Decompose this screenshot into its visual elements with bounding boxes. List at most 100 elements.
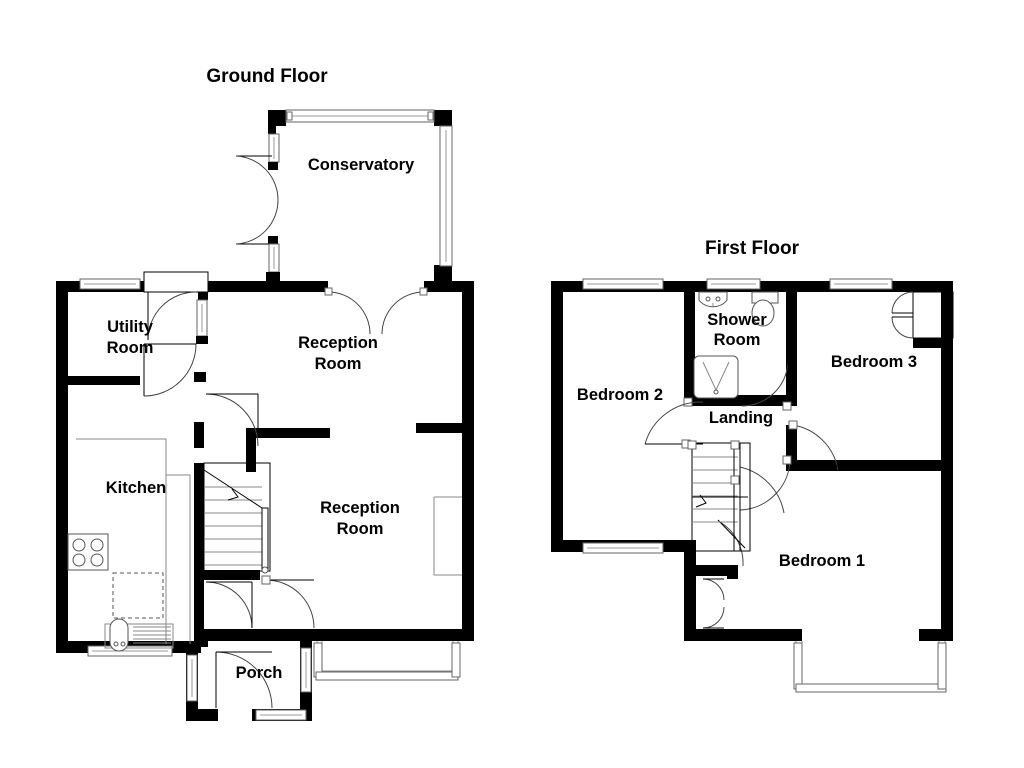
ground-floor-group	[56, 109, 474, 721]
gf-wall-bottom-right	[310, 629, 474, 641]
reception-door-jamb-right	[419, 287, 428, 296]
bedroom3-door-jamb	[788, 420, 798, 430]
wardrobe-outline	[912, 291, 954, 339]
hall-reception-wall-v	[246, 438, 256, 472]
ff-bedroom3-divider-h	[786, 460, 953, 471]
ff-wall-bottom-right	[919, 629, 953, 641]
bay-first-pane-front	[795, 683, 947, 693]
kitchen-worktop-outline	[76, 438, 167, 644]
porch-front-door-swing	[215, 651, 273, 709]
room-label-utility-line1: Utility	[107, 318, 154, 336]
room-label-reception1-line2: Room	[315, 355, 362, 373]
first-floor-group	[551, 278, 954, 693]
shower-room-door-jamb	[782, 401, 792, 411]
first-floor-title: First Floor	[705, 238, 800, 259]
gf-wall-top-mid	[208, 281, 328, 292]
conservatory-door-swing-lower	[235, 199, 279, 245]
room-label-reception1-line1: Reception	[298, 334, 378, 352]
reception2-door-swing	[205, 581, 253, 629]
room-label-utility-line2: Room	[107, 339, 154, 357]
first-floor-doors	[644, 359, 839, 629]
kitchen-island-outline	[166, 474, 191, 644]
ff-shower-bedroom3-wall	[786, 292, 797, 406]
utility-door-swing	[147, 291, 197, 341]
bay-first-pane-left	[793, 642, 803, 690]
ff-shower-room-bottom-wall	[684, 395, 797, 406]
ff-cupboard-wall-v	[727, 565, 738, 579]
shower-room-wall-end	[683, 397, 693, 407]
bedroom3-door-swing	[792, 424, 839, 471]
utility-kitchen-wall	[68, 376, 140, 385]
utility-jamb-bottom	[194, 372, 206, 382]
ff-wardrobe-notch-top	[913, 281, 953, 292]
ff-wardrobe-notch-bottom	[913, 338, 953, 348]
kitchen-hob	[67, 533, 109, 571]
stair-outline	[203, 462, 271, 572]
sink-tap-2	[120, 641, 126, 647]
first-floor-internal-walls	[684, 292, 953, 641]
chimney-recess-outline	[433, 497, 462, 576]
room-label-reception2-line2: Room	[337, 520, 384, 538]
utility-kitchen-door-swing	[143, 343, 197, 397]
ff-cupboard-wall-top	[696, 565, 738, 576]
ground-floor-staircase	[203, 462, 271, 574]
ff-bedroom2-divider	[684, 292, 695, 395]
conservatory-corner-ne	[434, 110, 452, 126]
room-label-reception2-line1: Reception	[320, 499, 400, 517]
shower-room-door-swing	[741, 359, 789, 407]
bay-ground-pane-front	[315, 671, 459, 681]
built-in-wardrobe	[891, 291, 954, 339]
ff-bedroom3-divider-v	[786, 425, 797, 468]
wash-basin	[698, 291, 728, 308]
room-label-bedroom1: Bedroom 1	[779, 552, 865, 570]
ff-stair-direction-arrow	[695, 494, 707, 508]
utility-jamb-mid	[196, 336, 208, 344]
first-floor-staircase	[687, 440, 751, 552]
conservatory-wall-left-base	[266, 272, 280, 282]
reception-door-jamb-left	[324, 287, 333, 296]
hob-burner-1	[72, 538, 86, 552]
conservatory-door-swing-upper	[235, 155, 279, 201]
ground-floor-internal-walls	[68, 292, 462, 721]
hall-reception2-jamb	[261, 575, 271, 585]
conservatory-wall-left-lower	[268, 162, 278, 170]
bay-window-ground	[313, 641, 461, 681]
kitchen-sink-unit	[104, 623, 174, 649]
gf-wall-right	[462, 281, 474, 641]
bay-ground-pane-right	[451, 642, 461, 678]
conservatory-top-mullion-l	[286, 111, 293, 121]
bay-first-pane-right	[937, 642, 947, 690]
sink-tap-1	[113, 641, 119, 647]
reception-double-door-swing-right	[381, 291, 425, 335]
hall-reception2-door-swing	[265, 579, 315, 629]
utility-door-opening	[143, 271, 209, 293]
room-label-landing: Landing	[709, 409, 773, 427]
reception-room-2-chimney	[433, 496, 462, 576]
reception-chimney-stub-right	[416, 423, 462, 433]
room-label-porch: Porch	[236, 664, 283, 682]
stair-direction-line	[203, 469, 263, 509]
conservatory-wall-left-lower2	[268, 236, 278, 244]
wardrobe-door-swing-bottom	[891, 316, 914, 339]
ff-wall-left	[551, 281, 563, 552]
bedroom1-door-jamb	[782, 455, 792, 465]
toilet-pan	[751, 299, 775, 327]
porch-wall-bottom-left	[186, 709, 218, 721]
kitchen-sink-bowl	[109, 618, 129, 652]
hall-wall-seg-a	[194, 438, 204, 448]
utility-jamb-top	[198, 292, 208, 300]
stair-bottom-wall	[204, 570, 260, 580]
hall-door-swing	[205, 393, 259, 447]
basin-tap-right	[715, 296, 721, 302]
bay-window-first	[793, 641, 947, 693]
hob-burner-4	[90, 553, 104, 567]
stair-newel-post	[261, 566, 269, 574]
ff-cupboard-wall-bottom	[696, 629, 738, 641]
hob-burner-2	[90, 538, 104, 552]
kitchen-appliance-outline	[112, 572, 164, 619]
kitchen-fixtures	[67, 438, 191, 652]
room-label-kitchen: Kitchen	[106, 479, 167, 497]
hall-wall-vertical	[194, 463, 204, 645]
